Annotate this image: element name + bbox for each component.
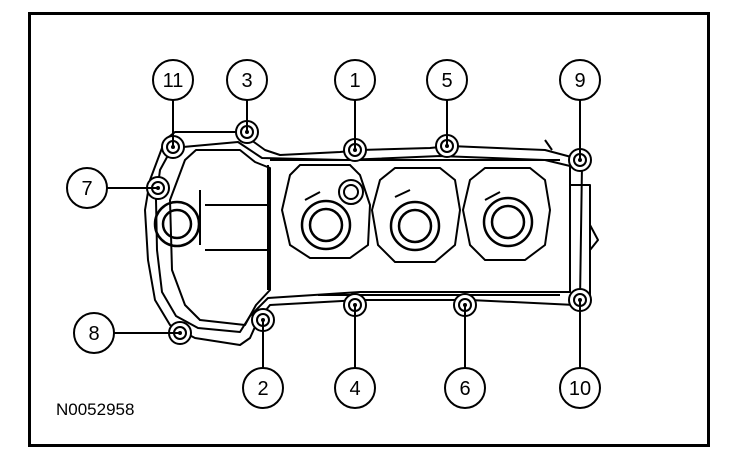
callout-8: 8 [73, 312, 115, 354]
callout-number: 7 [81, 178, 92, 200]
callout-circle [152, 59, 194, 101]
spark-plug-towers [153, 164, 552, 263]
callout-number: 8 [88, 323, 99, 345]
callout-circle [226, 59, 268, 101]
callout-2: 2 [242, 367, 284, 409]
callout-number: 10 [569, 378, 591, 400]
callout-circle [242, 367, 284, 409]
callout-circle [73, 312, 115, 354]
leader-lines [107, 100, 581, 368]
callout-9: 9 [559, 59, 601, 101]
callout-circle [334, 367, 376, 409]
callout-circle [334, 59, 376, 101]
callout-number: 3 [241, 70, 252, 92]
callout-number: 11 [163, 70, 184, 92]
callout-circle [444, 367, 486, 409]
callout-circle [66, 167, 108, 209]
callout-number: 9 [574, 70, 585, 92]
callout-5: 5 [426, 59, 468, 101]
callout-3: 3 [226, 59, 268, 101]
callout-1: 1 [334, 59, 376, 101]
callout-circle [559, 367, 601, 409]
figure-id-label: N0052958 [56, 400, 135, 419]
callout-group: 1 2 3 4 5 6 7 8 9 10 11 [66, 59, 601, 409]
callout-number: 4 [349, 378, 360, 400]
callout-6: 6 [444, 367, 486, 409]
callout-4: 4 [334, 367, 376, 409]
callout-number: 6 [459, 378, 470, 400]
callout-number: 1 [349, 70, 360, 92]
valve-cover-outline [144, 131, 599, 346]
callout-10: 10 [559, 367, 601, 409]
callout-11: 11 [152, 59, 194, 101]
callout-7: 7 [66, 167, 108, 209]
callout-number: 2 [257, 378, 268, 400]
callout-circle [559, 59, 601, 101]
callout-number: 5 [441, 70, 452, 92]
callout-circle [426, 59, 468, 101]
